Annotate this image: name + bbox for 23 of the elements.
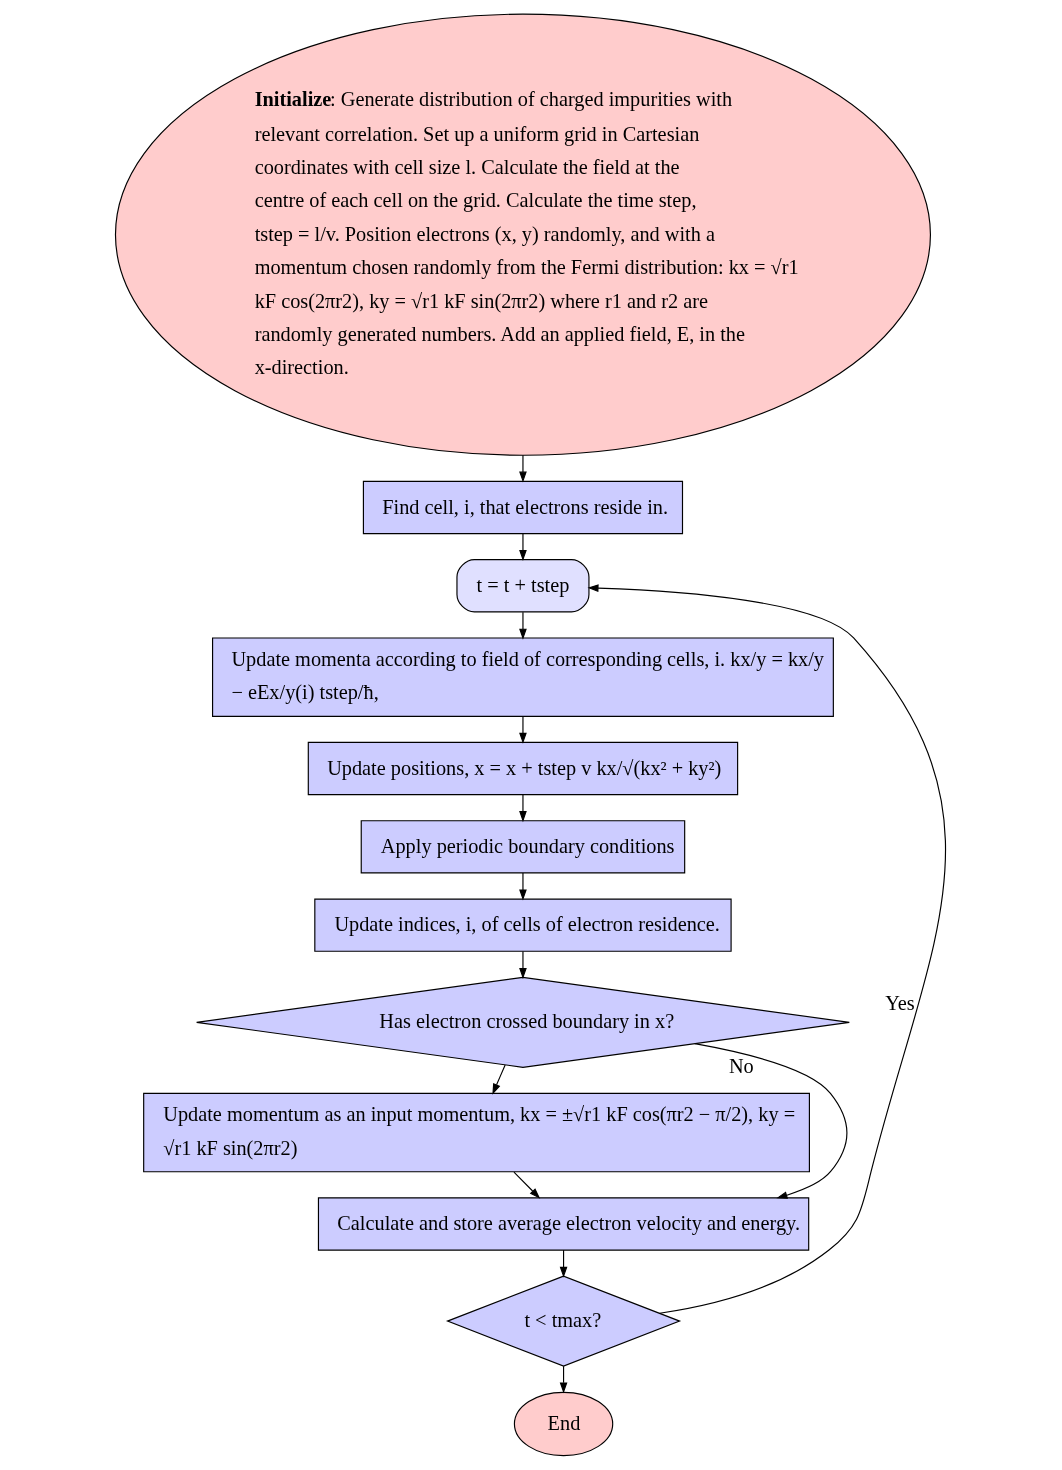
node-box: t = t + tstep (456, 559, 590, 613)
node-box: Find cell, i, that electrons reside in. (362, 480, 684, 535)
node-box: Update positions, x = x + tstep v kx/√(kx² + ky²) (307, 741, 739, 796)
arrow (519, 716, 527, 744)
arrow (492, 1064, 506, 1095)
node-diamond: t < tmax? (445, 1275, 682, 1367)
arrow (587, 584, 947, 1314)
node-box: Update momenta according to field of corresponding cells, i. kx/y = kx/y − eEx/y(i) tstep/ħ, (212, 637, 834, 717)
node-box: Apply periodic boundary conditions (360, 820, 686, 874)
arrow (519, 794, 527, 823)
arrow (519, 454, 527, 483)
arrow (513, 1171, 541, 1199)
node-ellipse: End (513, 1391, 614, 1457)
node-box: Update indices, i, of cells of electron residence. (314, 898, 732, 952)
node-box: Calculate and store average electron velocity and energy. (317, 1197, 810, 1251)
arrow (694, 1043, 848, 1199)
node-box: Update momentum as an input momentum, kx = ±√r1 kF cos(πr2 − π/2), ky = √r1 kF sin(2πr2) (143, 1092, 810, 1173)
arrow (519, 872, 527, 901)
node-ellipse: Initialize: Generate distribution of charged impurities with relevant correlation. Set up a uniform grid in Cartesian coordinates with cell size l. Calculate the field at the centre of each cell on the grid. Calculate the time step, tstep = l/v. Position electrons (x, y) randomly, and with a momentum chosen randomly from the Fermi distribution: kx = √r1 kF cos(2πr2), ky = √r1 kF sin(2πr2) where r1 and r2 are randomly generated numbers. Add an applied field, E, in the x-direction. (114, 13, 931, 456)
arrow (519, 611, 527, 640)
arrow (519, 950, 527, 980)
arrow (519, 533, 527, 562)
edge-label: Yes (885, 992, 915, 1015)
